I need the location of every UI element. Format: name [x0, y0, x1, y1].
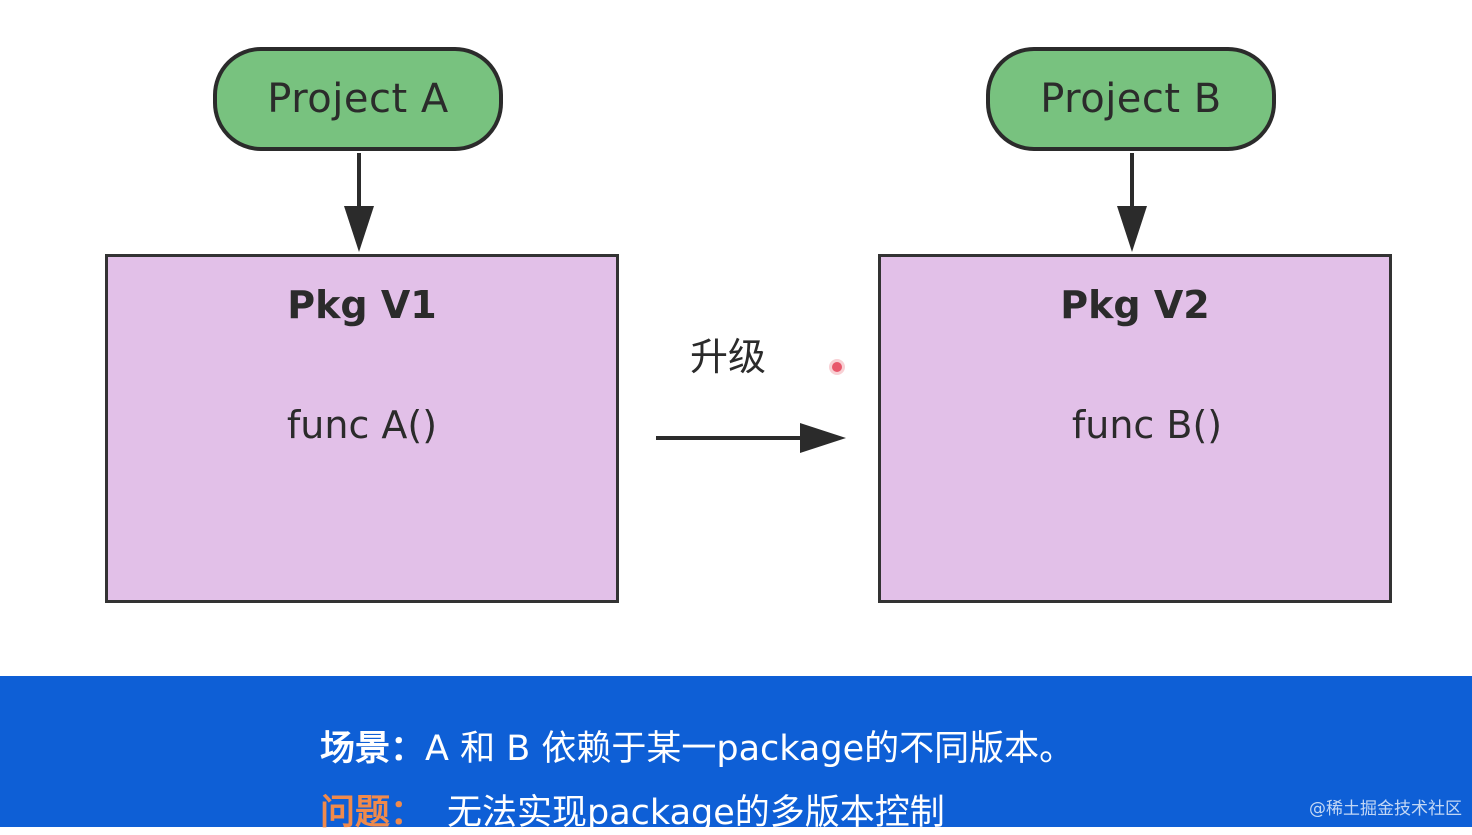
caption-problem-text: 无法实现package的多版本控制	[447, 793, 945, 833]
arrowhead-project-b	[1117, 206, 1147, 252]
project-a-node: Project A	[213, 47, 503, 151]
upgrade-arrowhead	[800, 423, 846, 453]
diagram-canvas: Project A Project B Pkg V1 func A() Pkg …	[105, 47, 1392, 603]
caption-scene-key: 场景：	[320, 729, 426, 769]
caption-bar: 场景：A 和 B 依赖于某一package的不同版本。 问题： 无法实现packa…	[0, 676, 1472, 833]
arrowhead-project-a	[344, 206, 374, 252]
upgrade-label: 升级	[690, 335, 767, 379]
caption-scene-text: A 和 B 依赖于某一package的不同版本。	[425, 729, 1075, 769]
caption-problem-key: 问题：	[320, 793, 426, 833]
project-b-node: Project B	[986, 47, 1276, 151]
pkg-v1-title: Pkg V1	[287, 283, 437, 327]
caption-problem-line: 问题： 无法实现package的多版本控制	[320, 784, 945, 835]
watermark: @稀土掘金技术社区	[1309, 799, 1462, 819]
pkg-v2-box: Pkg V2 func B()	[878, 254, 1392, 603]
laser-pointer-dot	[832, 362, 842, 372]
project-b-label: Project B	[1040, 76, 1222, 122]
pkg-v2-title: Pkg V2	[1060, 283, 1210, 327]
caption-scene-line: 场景：A 和 B 依赖于某一package的不同版本。	[320, 720, 1074, 771]
pkg-v1-box: Pkg V1 func A()	[105, 254, 619, 603]
project-a-label: Project A	[267, 76, 449, 122]
pkg-v2-func: func B()	[1071, 403, 1223, 447]
pkg-v1-func: func A()	[286, 403, 438, 447]
connector-layer	[344, 153, 1147, 453]
